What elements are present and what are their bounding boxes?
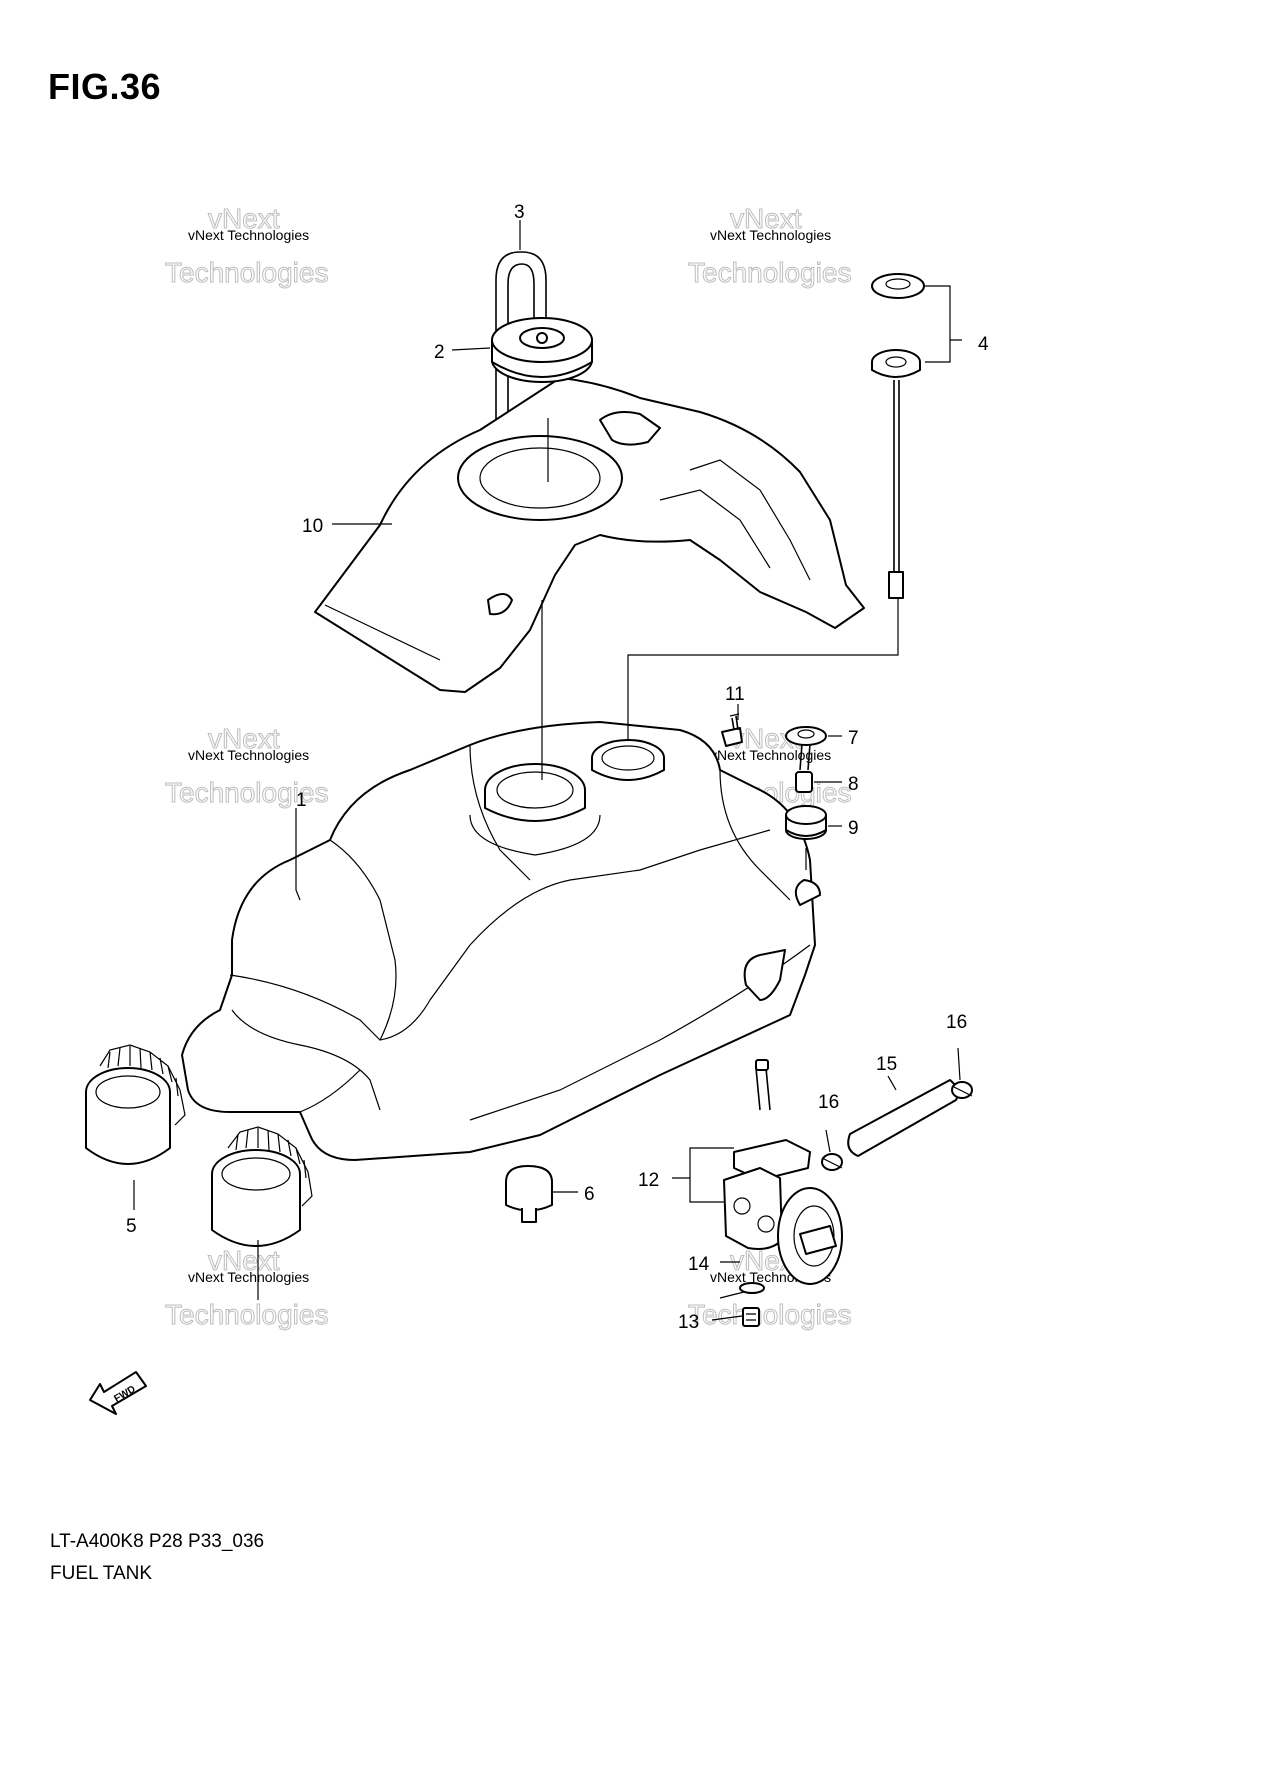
part-5-band-right [211, 1126, 313, 1247]
part-16-clamp-lower [821, 1153, 843, 1171]
part-7-bolt [785, 726, 827, 771]
svg-text:Technologies: Technologies [165, 777, 328, 808]
figure-title: FIG.36 [48, 66, 162, 107]
callout-10: 10 [302, 516, 323, 537]
part-11-bolt [721, 713, 743, 747]
callout-8: 8 [848, 774, 859, 795]
svg-text:Technologies: Technologies [165, 1299, 328, 1330]
svg-text:vNext: vNext [208, 723, 280, 754]
part-9-grommet [785, 805, 827, 840]
callout-16-upper: 16 [946, 1012, 967, 1033]
callout-15: 15 [876, 1054, 897, 1075]
part-4-fuel-gauge [871, 273, 925, 599]
callout-16-lower: 16 [818, 1092, 839, 1113]
watermark-mid-left: vNext vNext Technologies Technologies [165, 723, 329, 809]
part-8-collar [795, 771, 813, 793]
svg-text:vNext: vNext [208, 203, 280, 234]
part-2-fuel-cap [491, 317, 593, 383]
callout-13: 13 [678, 1312, 699, 1333]
part-12-fuel-valve [723, 1059, 843, 1285]
callout-9: 9 [848, 818, 859, 839]
callout-3: 3 [514, 202, 525, 223]
watermark-bottom-left: vNext vNext Technologies Technologies [165, 1245, 329, 1331]
callout-2: 2 [434, 342, 445, 363]
callout-labels: 1 2 3 4 5 6 7 8 9 10 11 12 13 14 15 16 1… [126, 202, 989, 1333]
part-10-tank-cover [314, 377, 865, 693]
watermark-top-left: vNext vNext Technologies Technologies [165, 203, 329, 289]
callout-5: 5 [126, 1216, 137, 1237]
part-16-clamp-upper [951, 1081, 973, 1099]
svg-text:Technologies: Technologies [688, 257, 851, 288]
callout-7: 7 [848, 728, 859, 749]
callout-1: 1 [296, 790, 307, 811]
callout-6: 6 [584, 1184, 595, 1205]
svg-text:vNext Technologies: vNext Technologies [710, 747, 831, 763]
part-13-drain-screw [742, 1307, 760, 1327]
svg-text:Technologies: Technologies [165, 257, 328, 288]
svg-text:Technologies: Technologies [688, 1299, 851, 1330]
part-5-band-left [85, 1044, 186, 1165]
part-14-washer [739, 1282, 765, 1294]
callout-4: 4 [978, 334, 989, 355]
callout-11: 11 [725, 684, 745, 705]
svg-text:vNext Technologies: vNext Technologies [188, 747, 309, 763]
fwd-arrow-icon: FWD [89, 1371, 147, 1415]
part-1-fuel-tank [181, 721, 821, 1161]
part-15-fuel-hose [847, 1079, 959, 1157]
svg-text:vNext: vNext [208, 1245, 280, 1276]
part-6-cushion [505, 1165, 553, 1223]
callout-14: 14 [688, 1254, 710, 1275]
watermark-top-right: vNext vNext Technologies Technologies [688, 203, 852, 289]
svg-text:vNext: vNext [730, 203, 802, 234]
svg-text:vNext Technologies: vNext Technologies [710, 227, 831, 243]
model-code: LT-A400K8 P28 P33_036 [50, 1531, 265, 1552]
svg-text:vNext Technologies: vNext Technologies [188, 1269, 309, 1285]
callout-12: 12 [638, 1170, 659, 1191]
leader-lines [133, 220, 962, 1321]
svg-text:vNext Technologies: vNext Technologies [188, 227, 309, 243]
figure-name: FUEL TANK [50, 1563, 153, 1584]
